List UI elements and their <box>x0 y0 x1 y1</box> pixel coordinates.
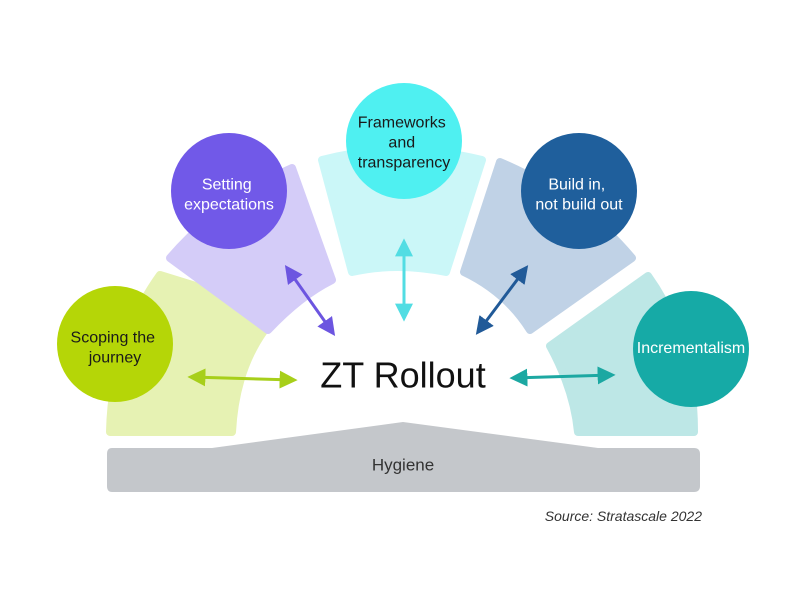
node-label-line: journey <box>88 349 141 366</box>
node-label-incrementalism: Incrementalism <box>637 340 745 357</box>
node-label-line: Build in, <box>548 176 605 193</box>
node-label-scoping: Scoping the journey <box>71 329 160 366</box>
node-build: Build in, not build out <box>521 133 637 249</box>
node-circle-incrementalism <box>633 291 749 407</box>
center-title: ZT Rollout <box>320 355 485 396</box>
node-label-line: expectations <box>184 196 274 213</box>
arrow-setting <box>284 265 336 336</box>
nodes: Scoping the journey Setting expectations… <box>57 83 749 407</box>
node-scoping: Scoping the journey <box>57 286 173 402</box>
node-setting: Setting expectations <box>171 133 287 249</box>
node-label-frameworks: Frameworks and transparency <box>358 114 451 171</box>
node-incrementalism: Incrementalism <box>633 291 749 407</box>
base-label: Hygiene <box>372 455 434 474</box>
node-frameworks: Frameworks and transparency <box>346 83 462 199</box>
arrow-scoping <box>187 368 298 389</box>
base-bar <box>107 422 700 492</box>
node-label-line: Incrementalism <box>637 340 745 357</box>
arrows <box>187 238 616 389</box>
node-label-line: and <box>388 134 415 151</box>
node-circle-scoping <box>57 286 173 402</box>
node-label-line: Frameworks <box>358 114 446 131</box>
node-label-line: Setting <box>202 176 252 193</box>
arrow-build <box>475 265 529 335</box>
node-label-line: transparency <box>358 154 451 171</box>
node-label-setting: Setting expectations <box>184 176 274 213</box>
node-circle-setting <box>171 133 287 249</box>
node-label-build: Build in, not build out <box>535 176 623 213</box>
base: Hygiene <box>107 422 700 492</box>
node-label-line: Scoping the <box>71 329 156 346</box>
node-label-line: not build out <box>535 196 623 213</box>
source-caption: Source: Stratascale 2022 <box>544 508 702 524</box>
node-circle-build <box>521 133 637 249</box>
arrow-incrementalism <box>509 366 616 387</box>
node-circle-frameworks <box>346 83 462 199</box>
